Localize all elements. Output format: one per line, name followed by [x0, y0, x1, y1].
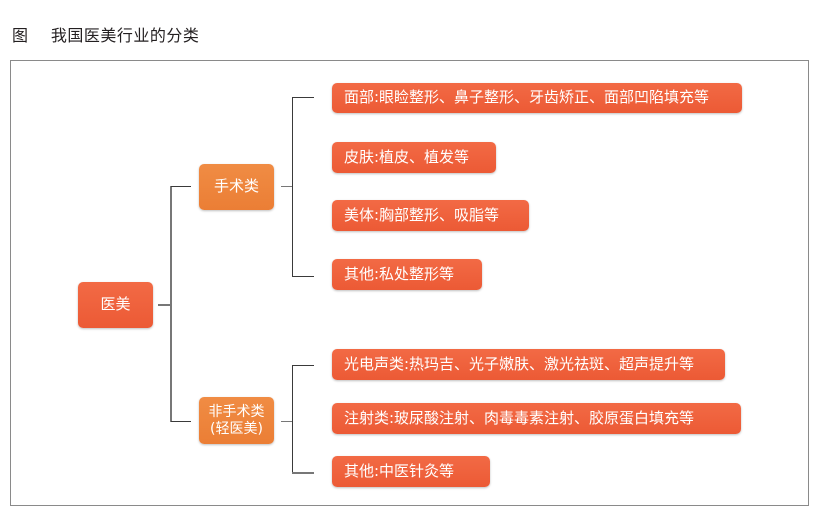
figure-title: 图 我国医美行业的分类 [12, 26, 200, 45]
category-nonsurgical-label-line1: 非手术类 [208, 404, 265, 421]
surgical-item-other-text: 其他:私处整形等 [344, 264, 455, 283]
nonsurgical-item-other: 其他:中医针灸等 [332, 456, 490, 487]
surgical-item-other: 其他:私处整形等 [332, 259, 482, 290]
surgical-item-face-text: 面部:眼睑整形、鼻子整形、牙齿矫正、面部凹陷填充等 [344, 88, 710, 107]
diagram-frame [10, 60, 809, 506]
surgical-item-body: 美体:胸部整形、吸脂等 [332, 200, 529, 231]
nonsurgical-item-injection: 注射类:玻尿酸注射、肉毒毒素注射、胶原蛋白填充等 [332, 403, 741, 434]
surgical-item-skin: 皮肤:植皮、植发等 [332, 142, 496, 173]
connector-root-stub [158, 304, 171, 306]
connector-surgical-stub [281, 186, 293, 187]
connector-to-surgical [171, 186, 191, 187]
connector-nonsurgical-stub [281, 421, 293, 422]
connector-nonsurgical-item-3 [292, 472, 314, 474]
root-label: 医美 [100, 295, 131, 314]
surgical-item-body-text: 美体:胸部整形、吸脂等 [344, 205, 500, 224]
root-node: 医美 [78, 282, 153, 328]
nonsurgical-item-energy: 光电声类:热玛吉、光子嫩肤、激光祛斑、超声提升等 [332, 349, 725, 380]
surgical-item-skin-text: 皮肤:植皮、植发等 [344, 147, 470, 166]
category-surgical-label: 手术类 [213, 177, 259, 196]
connector-nonsurgical-item-1 [292, 365, 314, 366]
category-nonsurgical: 非手术类 (轻医美) [199, 397, 274, 444]
connector-nonsurgical-trunk [292, 365, 293, 473]
nonsurgical-item-injection-text: 注射类:玻尿酸注射、肉毒毒素注射、胶原蛋白填充等 [344, 408, 695, 427]
connector-surgical-trunk [292, 97, 293, 277]
nonsurgical-item-energy-text: 光电声类:热玛吉、光子嫩肤、激光祛斑、超声提升等 [344, 354, 695, 373]
category-nonsurgical-label-line2: (轻医美) [210, 420, 263, 437]
nonsurgical-item-other-text: 其他:中医针灸等 [344, 461, 455, 480]
connector-surgical-item-1 [292, 97, 314, 98]
connector-surgical-item-4 [292, 276, 314, 277]
surgical-item-face: 面部:眼睑整形、鼻子整形、牙齿矫正、面部凹陷填充等 [332, 83, 742, 113]
category-surgical: 手术类 [199, 164, 274, 210]
connector-to-nonsurgical [171, 421, 191, 422]
connector-root-trunk [170, 186, 172, 422]
